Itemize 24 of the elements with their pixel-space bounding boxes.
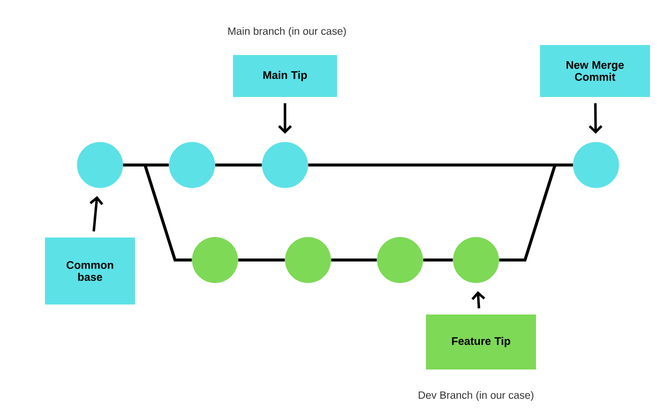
label-box: Main Tip [233, 55, 337, 97]
branch-line [331, 258, 377, 262]
arrow [588, 103, 602, 134]
branch-line [499, 164, 573, 262]
commit-circle [453, 237, 499, 283]
branch-line [423, 258, 453, 262]
commit-circle [77, 142, 123, 188]
commit-circle [377, 237, 423, 283]
branch-line [123, 164, 192, 262]
branch-caption: Main branch (in our case) [228, 27, 346, 37]
commit-circle [285, 237, 331, 283]
arrow [471, 291, 486, 308]
commit-circle [192, 237, 238, 283]
branch-line [215, 164, 262, 166]
arrow [278, 103, 292, 134]
label-box: Common base [45, 238, 135, 304]
branch-line [238, 258, 285, 262]
commit-circle [573, 142, 619, 188]
commit-circle [169, 142, 215, 188]
label-box: New Merge Commit [540, 45, 650, 97]
commit-circle [262, 142, 308, 188]
label-box: Feature Tip [426, 314, 536, 370]
arrow [90, 196, 104, 232]
branch-caption: Dev Branch (in our case) [418, 391, 534, 401]
